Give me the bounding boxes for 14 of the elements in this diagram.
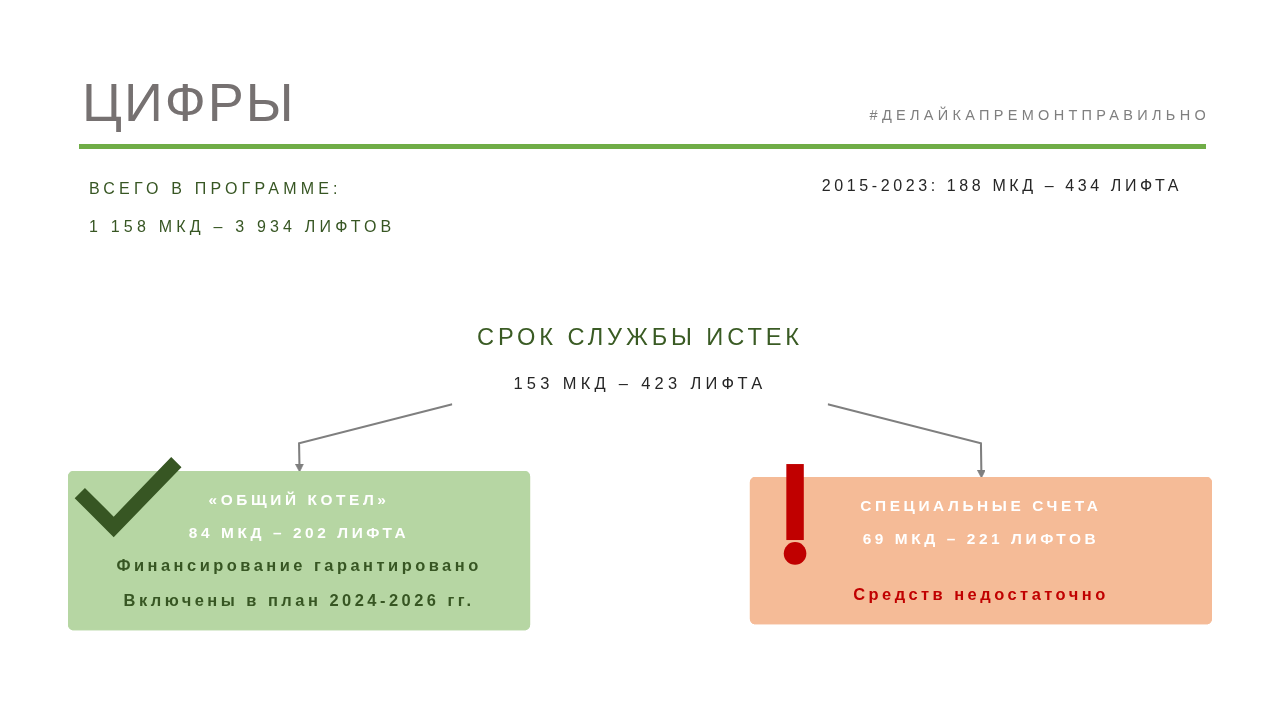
stat-heading: ВСЕГО В ПРОГРАММЕ: bbox=[89, 179, 342, 199]
count-text: 69 МКД – 221 ЛИФТОВ bbox=[862, 528, 1100, 549]
box-heading: СПЕЦИАЛЬНЫЕ СЧЕТА bbox=[860, 495, 1102, 517]
status-text: Финансирование гарантировано bbox=[115, 555, 483, 577]
arrow bbox=[827, 403, 986, 479]
arrow bbox=[294, 403, 453, 473]
hashtag-text: #ДЕЛАЙКАПРЕМОНТПРАВИЛЬНО bbox=[869, 107, 1210, 125]
status-text: Средств недостаточно bbox=[852, 584, 1110, 605]
count-text: 84 МКД – 202 ЛИФТА bbox=[188, 522, 410, 543]
slide-title: ЦИФРЫ bbox=[82, 71, 296, 134]
box-heading: «ОБЩИЙ КОТЕЛ» bbox=[208, 489, 390, 511]
stat-text: 1 158 МКД – 3 934 ЛИФТОВ bbox=[89, 217, 396, 237]
plan-text: Включены в план 2024-2026 гг. bbox=[122, 590, 476, 611]
stat-text: 2015-2023: 188 МКД – 434 ЛИФТА bbox=[821, 176, 1182, 196]
